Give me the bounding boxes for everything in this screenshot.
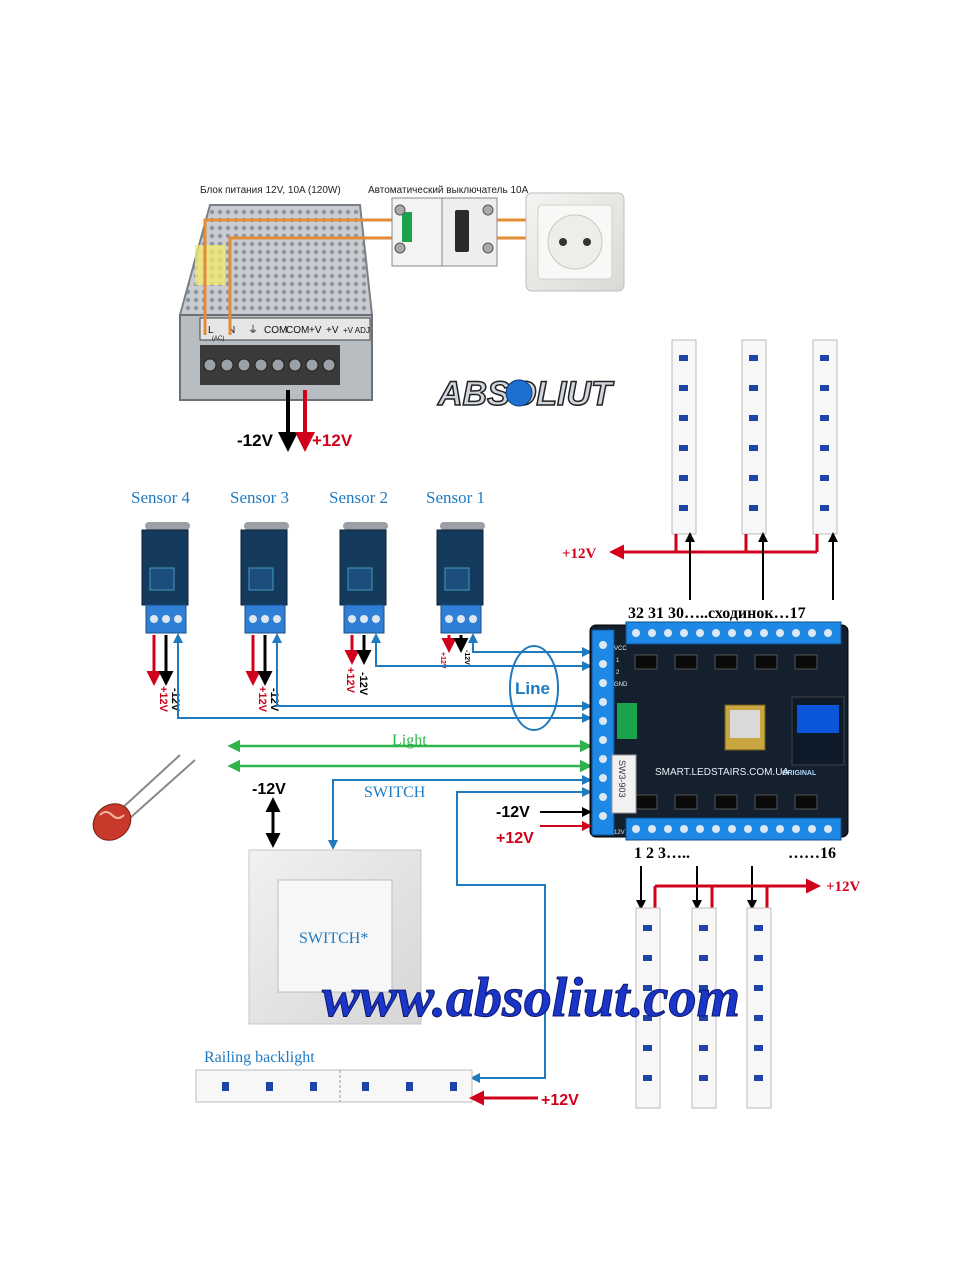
sensor-4-minus: -12V xyxy=(169,688,181,712)
psu-term-n: N xyxy=(228,325,235,336)
sensor-2-minus: -12V xyxy=(357,672,369,696)
board-site-label: SMART.LEDSTAIRS.COM.UA xyxy=(655,767,789,778)
top-channel-label: 32 31 30…..сходинок…17 xyxy=(628,605,806,622)
railing-backlight: Railing backlight +12V xyxy=(195,1049,579,1109)
bottom-led-strips: 1 2 3….. ……16 +12V xyxy=(634,845,861,1109)
controller-minus-label: -12V xyxy=(496,804,530,821)
light-label: Light xyxy=(392,732,427,749)
top-led-strips: +12V 32 31 30…..сходинок…17 xyxy=(562,339,838,622)
sensor-2: Sensor 2 +12V -12V xyxy=(329,488,388,696)
line-bus-marker: Line xyxy=(509,645,559,731)
board-badge: ORIGINAL xyxy=(782,770,817,777)
psu-plus-label: +12V xyxy=(312,431,353,450)
psu-term-ground: ⏚ xyxy=(248,324,258,336)
power-supply: Блок питания 12V, 10A (120W) L N ⏚ COM C… xyxy=(178,185,392,401)
bottom-strip-3 xyxy=(746,907,772,1109)
sensor-1: Sensor 1 +12V -12V xyxy=(426,488,485,669)
line-label: Line xyxy=(515,679,550,698)
top-strip-3 xyxy=(812,339,838,535)
psu-term-v1: +V xyxy=(309,325,322,336)
light-wires: Light xyxy=(227,732,593,773)
psu-term-com1: COM xyxy=(264,325,287,336)
psu-output-wires: -12V +12V xyxy=(237,390,353,452)
top-strip-1 xyxy=(671,339,697,535)
sensor-3-label: Sensor 3 xyxy=(230,488,289,507)
sensors-group: Sensor 4 +12V -12V Sensor 3 +12V -12V Se… xyxy=(131,488,485,713)
top-strip-2 xyxy=(741,339,767,535)
switch-wire-label: SWITCH xyxy=(364,784,426,801)
psu-minus-label: -12V xyxy=(237,431,274,450)
wall-socket xyxy=(525,192,625,292)
switch-wires: SWITCH -12V xyxy=(252,775,592,850)
top-strips-plus-label: +12V xyxy=(562,546,597,562)
sensor-4-label: Sensor 4 xyxy=(131,488,191,507)
psu-caption: Блок питания 12V, 10A (120W) xyxy=(200,185,341,196)
board-pin-2: 2 xyxy=(616,670,620,676)
absoliut-logo: ABSOLIUT xyxy=(436,374,616,414)
bottom-strip-1 xyxy=(635,907,661,1109)
sensor-1-minus: -12V xyxy=(463,650,470,665)
sensor-1-label: Sensor 1 xyxy=(426,488,485,507)
circuit-breaker: Автоматический выключатель 10А xyxy=(368,185,529,267)
sensor-2-label: Sensor 2 xyxy=(329,488,388,507)
board-pin-1: 1 xyxy=(616,658,620,664)
bottom-strip-2 xyxy=(691,907,717,1109)
photoresistor xyxy=(92,754,196,841)
wall-switch: SWITCH* xyxy=(248,849,422,1025)
railing-label: Railing backlight xyxy=(204,1049,315,1066)
sensor-3-minus: -12V xyxy=(268,688,280,712)
sensor-3: Sensor 3 +12V -12V xyxy=(230,488,289,713)
switch-minus-label: -12V xyxy=(252,781,286,798)
bottom-strips-plus-label: +12V xyxy=(826,879,861,895)
controller-board: ORIGINAL SW3-903 SMART.LEDSTAIRS.COM.UA … xyxy=(589,621,849,841)
breaker-caption: Автоматический выключатель 10А xyxy=(368,185,529,196)
psu-term-com2: COM xyxy=(286,325,309,336)
controller-plus-label: +12V xyxy=(496,830,534,847)
psu-term-l: L xyxy=(208,325,214,336)
board-pin-12v: 12V xyxy=(614,830,625,836)
psu-term-v2: +V xyxy=(326,325,339,336)
railing-plus-label: +12V xyxy=(541,1092,579,1109)
psu-screw-terminals xyxy=(200,345,340,385)
psu-ac-label: (AC) xyxy=(212,336,224,342)
controller-power-inputs: -12V +12V xyxy=(496,804,592,847)
sensor-2-plus: +12V xyxy=(344,667,356,694)
switch-body-label: SWITCH* xyxy=(299,930,368,947)
board-relay-label: SW3-903 xyxy=(617,760,627,798)
board-pin-vcc: VCC xyxy=(614,646,627,652)
railing-signal-wires xyxy=(456,787,592,1083)
psu-term-vadj: +V ADJ xyxy=(343,326,370,335)
watermark-url: www.absoliut.com xyxy=(322,967,740,1029)
bottom-channel-left: 1 2 3….. xyxy=(634,845,690,862)
sensor-3-plus: +12V xyxy=(256,686,268,713)
sensor-4-plus: +12V xyxy=(157,686,169,713)
board-pin-gnd: GND xyxy=(614,682,628,688)
bottom-channel-right: ……16 xyxy=(788,845,836,862)
psu-terminal-labels: L N ⏚ COM COM +V +V +V ADJ (AC) xyxy=(208,324,370,342)
sensor-4: Sensor 4 +12V -12V xyxy=(131,488,191,713)
sensor-signal-wires xyxy=(173,633,592,723)
